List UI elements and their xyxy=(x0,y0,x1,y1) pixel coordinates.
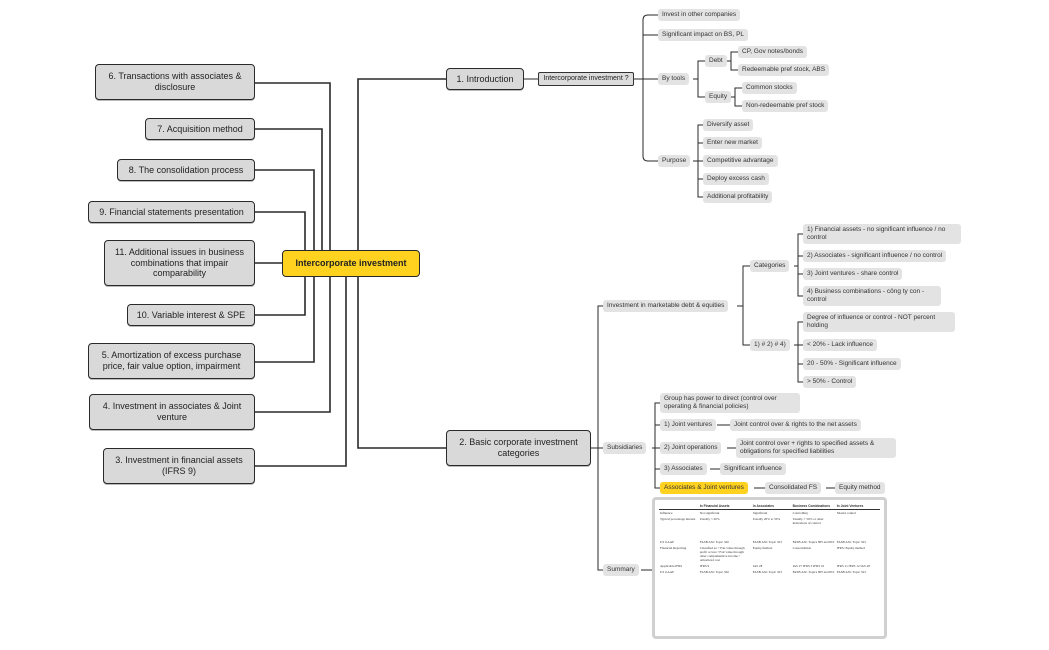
table-cell: Usually > 50% or other indications of co… xyxy=(792,517,824,525)
table-cell: Financial Reporting xyxy=(660,546,687,550)
table-cell: FASB ASC Topic 323 xyxy=(836,570,866,574)
purpose-enter-new-market[interactable]: Enter new market xyxy=(703,137,762,149)
summary-table-image: In Financial Assets In Associates Busine… xyxy=(652,497,887,639)
joint-ventures-description[interactable]: Joint control over & rights to the net a… xyxy=(730,419,861,431)
category-business-combinations[interactable]: 4) Business combinations - công ty con -… xyxy=(803,286,941,306)
topic-variable-interest-spe[interactable]: 10. Variable interest & SPE xyxy=(127,304,255,326)
table-header: In Associates xyxy=(751,503,792,510)
topic-basic-investment-categories[interactable]: 2. Basic corporate investment categories xyxy=(446,430,591,466)
invest-in-other-companies[interactable]: Invest in other companies xyxy=(658,9,741,21)
table-row: Applicable IFRS IFRS 9 IAS 28 IAS 27 IFR… xyxy=(659,563,880,569)
table-cell: Usually 20% to 50% xyxy=(752,517,781,521)
table-cell: Controlling xyxy=(792,511,808,515)
category-joint-ventures[interactable]: 3) Joint ventures - share control xyxy=(803,268,903,280)
table-cell: FASB ASC Topics 805 and 810 xyxy=(792,540,835,544)
topic-additional-issues-business-combinations[interactable]: 11. Additional issues in business combin… xyxy=(104,240,255,286)
purpose[interactable]: Purpose xyxy=(658,155,691,167)
purpose-diversify-asset[interactable]: Diversify asset xyxy=(703,119,754,131)
table-row: US GAAP FASB ASC Topic 320 FASB ASC Topi… xyxy=(659,526,880,545)
debt-item-redeemable-pref[interactable]: Redeemable pref stock, ABS xyxy=(738,64,830,76)
equity-item-non-redeemable-pref[interactable]: Non-redeemable pref stock xyxy=(742,100,829,112)
debt-item-cp-gov-notes[interactable]: CP, Gov notes/bonds xyxy=(738,46,807,58)
root-intercorporate-investment[interactable]: Intercorporate investment xyxy=(282,250,420,277)
topic-amortization-excess-purchase-price[interactable]: 5. Amortization of excess purchase price… xyxy=(88,343,255,379)
table-cell: Typical percentage interest xyxy=(660,517,696,521)
category-associates[interactable]: 2) Associates - significant influence / … xyxy=(803,250,947,262)
equity-method[interactable]: Equity method xyxy=(835,482,885,494)
table-cell: FASB ASC Topic 320 xyxy=(699,540,729,544)
table-cell: IAS 27 IFRS 3 IFRS 10 xyxy=(792,564,825,568)
table-cell: Not significant xyxy=(699,511,720,515)
table-header: In Joint Ventures xyxy=(835,503,880,510)
control-range[interactable]: > 50% - Control xyxy=(803,376,857,388)
table-cell: FASB ASC Topic 320 xyxy=(699,570,729,574)
table-cell: Consolidation xyxy=(792,546,812,550)
table-cell: IFRS 11 IFRS 12 IAS 28 xyxy=(836,564,870,568)
joint-operations-description[interactable]: Joint control over + rights to specified… xyxy=(736,438,896,458)
associates-description[interactable]: Significant influence xyxy=(720,463,786,475)
associates[interactable]: 3) Associates xyxy=(660,463,707,475)
table-cell: Classified as: • Fair value through prof… xyxy=(699,546,745,562)
consolidated-fs[interactable]: Consolidated FS xyxy=(765,482,822,494)
table-cell: Influence xyxy=(660,511,673,515)
equity[interactable]: Equity xyxy=(705,91,732,103)
table-cell: IFRS 9 xyxy=(699,564,710,568)
by-tools[interactable]: By tools xyxy=(658,73,690,85)
table-header xyxy=(659,503,699,510)
table-cell: FASB ASC Topic 323 xyxy=(752,570,782,574)
equity-item-common-stocks[interactable]: Common stocks xyxy=(742,82,797,94)
topic-consolidation-process[interactable]: 8. The consolidation process xyxy=(117,159,255,181)
debt[interactable]: Debt xyxy=(705,55,727,67)
table-row: Influence Not significant Significant Co… xyxy=(659,510,880,517)
topic-introduction[interactable]: 1. Introduction xyxy=(446,68,524,90)
table-cell: US GAAP xyxy=(660,570,675,574)
investment-marketable-debt-equities[interactable]: Investment in marketable debt & equities xyxy=(603,300,729,312)
lack-influence[interactable]: < 20% - Lack influence xyxy=(803,339,877,351)
table-cell: IFRS: Equity method xyxy=(836,546,865,550)
table-row: US GAAP FASB ASC Topic 320 FASB ASC Topi… xyxy=(659,569,880,575)
table-cell: FASB ASC Topic 323 xyxy=(752,540,782,544)
category-financial-assets[interactable]: 1) Financial assets - no significant inf… xyxy=(803,224,961,244)
table-cell: Shared control xyxy=(836,511,857,515)
table-cell: Significant xyxy=(752,511,768,515)
table-cell xyxy=(836,516,880,526)
table-cell: Usually < 20% xyxy=(699,517,720,521)
purpose-competitive-advantage[interactable]: Competitive advantage xyxy=(703,155,778,167)
joint-ventures[interactable]: 1) Joint ventures xyxy=(660,419,717,431)
group-has-power[interactable]: Group has power to direct (control over … xyxy=(660,393,800,413)
table-cell: Equity method xyxy=(752,546,773,550)
table-cell: FASB ASC Topics 805 and 810 xyxy=(792,570,835,574)
table-header: Business Combinations xyxy=(791,503,836,510)
summary-table: In Financial Assets In Associates Busine… xyxy=(659,503,880,575)
table-cell: FASB ASC Topic 323 xyxy=(836,540,866,544)
table-cell: Applicable IFRS xyxy=(660,564,683,568)
topic-financial-statements-presentation[interactable]: 9. Financial statements presentation xyxy=(88,201,255,223)
intercorporate-investment-question[interactable]: Intercorporate investment ? xyxy=(538,72,634,86)
table-row: Financial Reporting Classified as: • Fai… xyxy=(659,545,880,563)
joint-operations[interactable]: 2) Joint operations xyxy=(660,442,722,454)
significant-impact[interactable]: Significant impact on BS, PL xyxy=(658,29,749,41)
summary[interactable]: Summary xyxy=(603,564,639,576)
table-header: In Financial Assets xyxy=(698,503,752,510)
subsidiaries[interactable]: Subsidiaries xyxy=(603,442,647,454)
categories[interactable]: Categories xyxy=(750,260,790,272)
degree-of-influence[interactable]: Degree of influence or control - NOT per… xyxy=(803,312,955,332)
purpose-additional-profitability[interactable]: Additional profitability xyxy=(703,191,773,203)
purpose-deploy-excess-cash[interactable]: Deploy excess cash xyxy=(703,173,769,185)
topic-transactions-with-associates[interactable]: 6. Transactions with associates & disclo… xyxy=(95,64,255,100)
significant-influence-range[interactable]: 20 - 50% - Significant influence xyxy=(803,358,901,370)
topic-acquisition-method[interactable]: 7. Acquisition method xyxy=(145,118,255,140)
topic-investment-associates-joint-venture[interactable]: 4. Investment in associates & Joint vent… xyxy=(89,394,255,430)
associates-joint-ventures[interactable]: Associates & Joint ventures xyxy=(660,482,748,494)
topic-investment-financial-assets[interactable]: 3. Investment in financial assets (IFRS … xyxy=(103,448,255,484)
not-equal-node[interactable]: 1) # 2) # 4) xyxy=(750,339,790,351)
table-row: Typical percentage interest Usually < 20… xyxy=(659,516,880,526)
table-cell: IAS 28 xyxy=(752,564,763,568)
table-cell: US GAAP xyxy=(660,540,675,544)
